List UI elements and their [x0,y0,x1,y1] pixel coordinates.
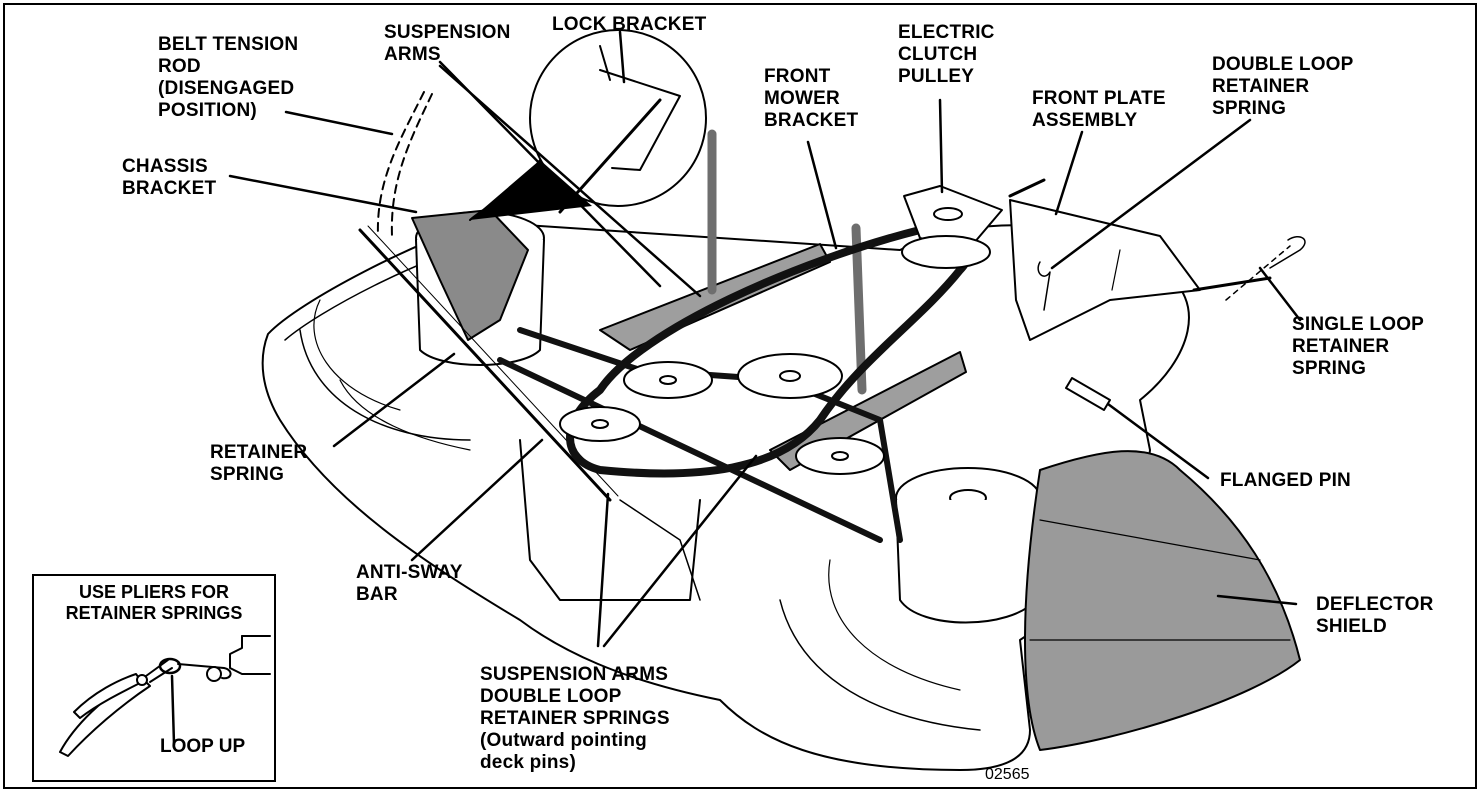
deck-outline [261,221,1190,771]
callout-wedge [470,160,592,220]
diagram-frame [3,3,1477,789]
pliers-pivot [136,674,148,686]
label-lock-bracket: LOCK BRACKET [552,14,707,35]
label-double-loop-retainer-spring: DOUBLE LOOP RETAINER SPRING [1212,54,1354,119]
rear-suspension-arm [599,243,831,351]
idler-pulley-1 [623,361,713,399]
figure-number: 02565 [985,766,1030,783]
left-deck-swirl [299,329,471,441]
label-outward-pointing: (Outward pointing deck pins) [480,730,647,773]
pliers-illustration [59,635,271,757]
front-rod-left [1008,178,1046,198]
leader-loop-up [170,674,176,746]
leader-suspension-arms-2 [438,64,702,298]
inset-title: USE PLIERS FOR RETAINER SPRINGS [65,582,243,623]
label-anti-sway-bar: ANTI-SWAY BAR [356,562,463,605]
label-suspension-arms: SUSPENSION ARMS [384,22,511,65]
label-front-plate-assembly: FRONT PLATE ASSEMBLY [1032,88,1166,131]
label-chassis-bracket: CHASSIS BRACKET [122,156,217,199]
idler-pulley-2 [559,406,641,442]
leader-front-mower-bracket [806,140,838,250]
deflector-shield [1024,450,1301,751]
drive-belt-outer [566,225,972,478]
left-link-rod [358,228,612,502]
pliers-inset: USE PLIERS FOR RETAINER SPRINGS LOOP UP [32,574,276,782]
front-plate [1009,199,1201,341]
retainer-spring-arm [177,663,232,680]
leader-deflector [1216,594,1298,606]
anti-sway-frame [519,439,701,601]
leader-single-loop [1258,266,1302,322]
label-deflector-shield: DEFLECTOR SHIELD [1316,594,1434,637]
leader-belt-tension-rod [284,110,394,136]
leader-double-loop-retainer-1 [596,492,610,648]
belt-tension-rod [376,91,425,237]
leader-electric-clutch [938,98,944,194]
leader-chassis-bracket [228,174,418,214]
label-loop-up: LOOP UP [160,736,246,757]
leader-retainer-spring [332,352,456,448]
leader-anti-sway [410,438,544,562]
front-rod-right [1192,276,1272,292]
right-pulley [795,437,885,475]
lock-rod-right [851,223,867,395]
leader-double-loop-retainer-2 [602,454,758,648]
clutch-pulley [901,235,991,269]
label-belt-tension-rod: BELT TENSION ROD (DISENGAGED POSITION) [158,34,299,121]
deck-edge [229,635,271,675]
double-loop-spring [1037,261,1051,311]
right-spindle-body [895,499,1041,624]
label-flanged-pin: FLANGED PIN [1220,470,1351,491]
label-suspension-arms-double-loop: SUSPENSION ARMS DOUBLE LOOP RETAINER SPR… [480,664,670,729]
pliers-handle-1 [59,675,151,757]
clutch-plate [903,185,1003,251]
retainer-spring-loop [158,657,182,675]
label-retainer-spring: RETAINER SPRING [210,442,308,485]
leader-front-plate [1054,130,1084,216]
center-pulley [737,353,843,399]
flanged-pin [1065,377,1111,411]
leader-double-loop [1050,118,1252,270]
leader-flanged-pin [1106,402,1210,480]
label-front-mower-bracket: FRONT MOWER BRACKET [764,66,859,131]
label-single-loop-retainer-spring: SINGLE LOOP RETAINER SPRING [1292,314,1425,379]
leader-lock-bracket [618,30,626,84]
label-electric-clutch-pulley: ELECTRIC CLUTCH PULLEY [898,22,995,87]
single-loop-spring [1269,236,1306,269]
retainer-spring-coil [206,666,222,682]
